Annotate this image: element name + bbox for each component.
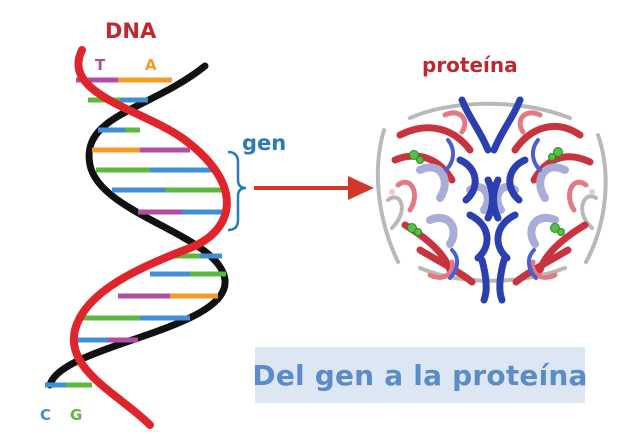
protein-label: proteína	[422, 53, 518, 77]
caption-text: Del gen a la proteína	[252, 358, 588, 392]
base-label-a: A	[145, 56, 157, 74]
caption-box: Del gen a la proteína	[252, 347, 588, 403]
protein-structure-image	[375, 96, 608, 304]
base-label-c: C	[40, 406, 51, 424]
dna-label: DNA	[105, 19, 157, 43]
base-label-t: T	[95, 56, 106, 74]
dna-helix	[45, 46, 231, 429]
base-label-g: G	[70, 406, 82, 424]
base-pairs	[45, 77, 226, 388]
gene-to-protein-arrow	[254, 176, 374, 200]
gene-bracket	[227, 150, 247, 232]
gene-label: gen	[242, 131, 286, 155]
dna-strand-red	[69, 46, 231, 429]
